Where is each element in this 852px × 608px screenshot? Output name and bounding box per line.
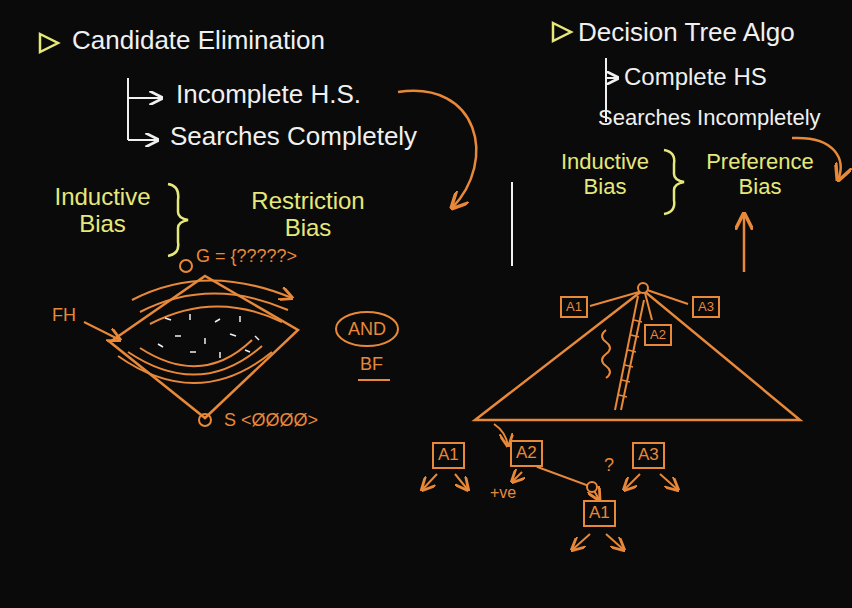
attribute-box: A3: [632, 442, 665, 469]
handwritten-note: Searches Completely: [170, 122, 417, 151]
squiggle: [602, 330, 610, 378]
handwritten-note: Inductive Bias: [550, 150, 660, 199]
attribute-box: A2: [644, 324, 672, 346]
attribute-box: A2: [510, 440, 543, 467]
hatching: [619, 320, 642, 397]
hypothesis-space: [110, 276, 298, 418]
attribute-name: A1: [566, 300, 582, 314]
pointer-arrow: [494, 424, 508, 446]
dash: [245, 350, 250, 352]
handwritten-note: Searches Incompletely: [598, 106, 821, 131]
handwritten-note: +ve: [490, 484, 516, 502]
boundary-arc: [140, 293, 288, 312]
attribute-name: A1: [589, 504, 610, 523]
hook-arrow: [128, 139, 158, 141]
scribble-circle: [336, 312, 398, 346]
branch-arrow: [624, 474, 640, 490]
handwritten-note: G = {?????>: [196, 246, 297, 266]
dash: [175, 335, 181, 337]
dash: [190, 351, 196, 353]
g-circle: [180, 260, 192, 272]
branch-arrow: [422, 474, 437, 490]
branch-arrow: [660, 474, 678, 490]
edge-label: ?: [602, 456, 616, 476]
pointer-arrow: [84, 322, 120, 340]
handwritten-note: FH: [52, 305, 76, 325]
hypothesis-dots: [158, 314, 259, 358]
attribute-name: A3: [698, 300, 714, 314]
handwritten-note: BF: [360, 354, 383, 374]
curly-brace: [664, 150, 684, 214]
divider-line: [511, 182, 513, 266]
curly-brace: [168, 184, 188, 256]
handwritten-note: Complete HS: [624, 64, 767, 91]
dash: [230, 334, 236, 336]
boundary-arc: [128, 346, 262, 375]
dash: [239, 316, 241, 322]
dash: [255, 336, 259, 340]
boundary-arc: [150, 306, 282, 324]
handwritten-note: Candidate Elimination: [72, 26, 325, 55]
handwritten-note: Restriction Bias: [228, 188, 388, 242]
branch-arrow: [512, 472, 522, 482]
attribute-box: A1: [583, 500, 616, 527]
branch-arrow: [572, 534, 590, 550]
handwritten-note: S <ØØØØ>: [224, 410, 318, 430]
boundary-arc: [132, 280, 292, 300]
search-path: [621, 300, 644, 410]
bullet-triangle: [553, 23, 571, 41]
handwritten-note: Inductive Bias: [40, 184, 165, 238]
attribute-name: A3: [638, 446, 659, 465]
branch-connector: [537, 467, 600, 500]
dash: [189, 314, 191, 320]
s-circle: [199, 414, 211, 426]
handwritten-note: AND: [348, 319, 386, 339]
unknown-node: [587, 482, 597, 492]
bullet-triangle: [40, 34, 58, 52]
handwritten-note: Incomplete H.S.: [176, 80, 361, 109]
boundary-arc: [140, 340, 252, 366]
hook-line: [127, 78, 129, 140]
attribute-box: A1: [560, 296, 588, 318]
tree-triangle: [475, 290, 800, 420]
branch: [645, 293, 652, 320]
attribute-box: A3: [692, 296, 720, 318]
attribute-name: A2: [516, 444, 537, 463]
attribute-box: A1: [432, 442, 465, 469]
root-node: [638, 283, 648, 293]
branch: [647, 290, 688, 304]
underline: [358, 379, 390, 381]
dash: [204, 338, 206, 344]
pointer-arrow: [743, 214, 746, 272]
dash: [165, 318, 171, 320]
dash: [158, 344, 163, 347]
branch-arrow: [606, 534, 624, 550]
handwritten-note: Preference Bias: [690, 150, 830, 199]
dash: [219, 352, 221, 358]
handwritten-note: Decision Tree Algo: [578, 18, 795, 47]
hook-arrow: [606, 77, 618, 79]
branch: [590, 292, 639, 306]
branch-arrow: [455, 474, 468, 490]
dash: [215, 319, 220, 322]
attribute-name: A1: [438, 446, 459, 465]
hook-arrow: [128, 97, 162, 99]
attribute-name: A2: [650, 328, 666, 342]
search-path: [615, 296, 638, 410]
